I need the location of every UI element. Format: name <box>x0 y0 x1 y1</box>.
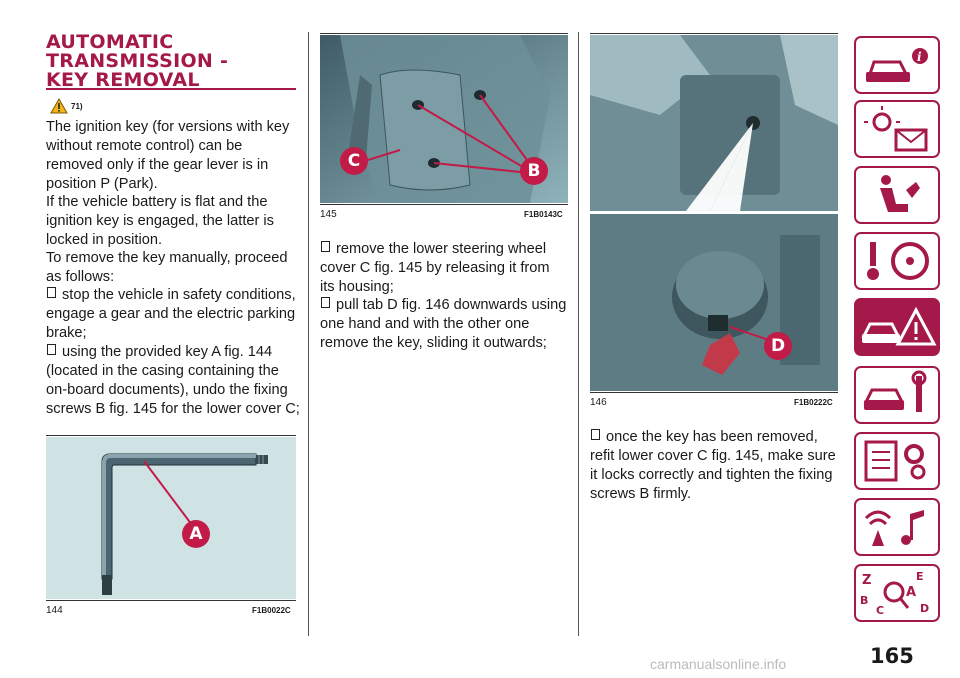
bullet-box-icon <box>47 287 56 298</box>
svg-text:E: E <box>916 570 924 583</box>
tab-emergency[interactable] <box>854 298 940 356</box>
page-number: 165 <box>870 644 914 668</box>
alphabetical-index-icon: Z E B C A D <box>860 570 929 617</box>
car-maintenance-icon <box>863 370 927 412</box>
figure-146: D <box>590 35 838 391</box>
paragraph-battery: If the vehicle battery is flat and the i… <box>46 194 274 248</box>
emergency-car-icon <box>861 306 937 346</box>
bullet-text: stop the vehicle in safety conditions, e… <box>46 287 296 341</box>
title-line-2: TRANSMISSION - <box>46 50 229 72</box>
svg-text:Z: Z <box>862 573 871 588</box>
bullet-box-icon <box>321 241 330 252</box>
multimedia-icon <box>864 510 924 546</box>
paragraph-ignition: The ignition key (for versions with key … <box>46 119 290 192</box>
figure-144: A <box>46 437 296 599</box>
watermark: carmanualsonline.info <box>650 656 787 672</box>
tab-multimedia[interactable] <box>854 498 940 556</box>
warning-triangle-icon <box>50 98 68 114</box>
bullet-text: pull tab D fig. 146 downwards using one … <box>320 297 567 351</box>
bullet-text: once the key has been removed, refit low… <box>590 429 836 502</box>
bullet-step-1: stop the vehicle in safety conditions, e… <box>46 286 300 343</box>
figure-code: F1B0222C <box>794 398 833 407</box>
column-divider-1 <box>308 32 309 636</box>
figure-number: 144 <box>46 605 63 616</box>
title-line-1: AUTOMATIC <box>46 31 174 53</box>
svg-text:B: B <box>860 594 868 607</box>
bullet-box-icon <box>321 297 330 308</box>
callout-c: C <box>340 147 368 175</box>
tab-key-steering[interactable] <box>854 232 940 290</box>
tab-technical-data[interactable] <box>854 432 940 490</box>
figure-code: F1B0022C <box>252 606 291 615</box>
callout-a: A <box>182 520 210 548</box>
figure-number: 146 <box>590 397 607 408</box>
warning-reference: 71) <box>71 102 83 111</box>
bullet-box-icon <box>47 344 56 355</box>
section-title: AUTOMATIC TRANSMISSION - KEY REMOVAL <box>46 33 298 90</box>
bullet-text: remove the lower steering wheel cover C … <box>320 241 550 295</box>
technical-data-icon <box>864 440 926 482</box>
svg-text:A: A <box>906 585 916 600</box>
tab-car-info[interactable]: i <box>854 36 940 94</box>
dashboard-lights-icon <box>864 106 928 152</box>
bullet-step-3: remove the lower steering wheel cover C … <box>320 240 568 297</box>
bullet-step-2: using the provided key A fig. 144 (locat… <box>46 343 300 419</box>
key-tool-illustration <box>46 437 296 599</box>
tab-alphabetical-index[interactable]: Z E B C A D <box>854 564 940 622</box>
column-divider-2 <box>578 32 579 636</box>
ignition-tab-illustration <box>590 35 838 391</box>
title-underline <box>46 88 296 90</box>
bullet-text: using the provided key A fig. 144 (locat… <box>46 344 300 417</box>
tab-dashboard-lights[interactable] <box>854 100 940 158</box>
steering-cover-illustration <box>320 35 568 203</box>
key-steering-wheel-icon <box>867 242 929 280</box>
paragraph-procedure: To remove the key manually, proceed as f… <box>46 250 288 285</box>
callout-d: D <box>764 332 792 360</box>
figure-number: 145 <box>320 209 337 220</box>
bullet-box-icon <box>591 429 600 440</box>
callout-b: B <box>520 157 548 185</box>
svg-text:C: C <box>876 604 884 617</box>
bullet-step-4: pull tab D fig. 146 downwards using one … <box>320 296 568 353</box>
svg-text:D: D <box>920 602 929 615</box>
seat-airbag-icon <box>880 175 920 212</box>
figure-code: F1B0143C <box>524 210 563 219</box>
tab-seat-airbag[interactable] <box>854 166 940 224</box>
figure-145: C B <box>320 35 568 203</box>
svg-text:i: i <box>917 50 922 64</box>
car-info-icon: i <box>866 48 928 82</box>
bullet-step-5: once the key has been removed, refit low… <box>590 428 838 504</box>
tab-maintenance[interactable] <box>854 366 940 424</box>
title-line-3: KEY REMOVAL <box>46 69 200 91</box>
